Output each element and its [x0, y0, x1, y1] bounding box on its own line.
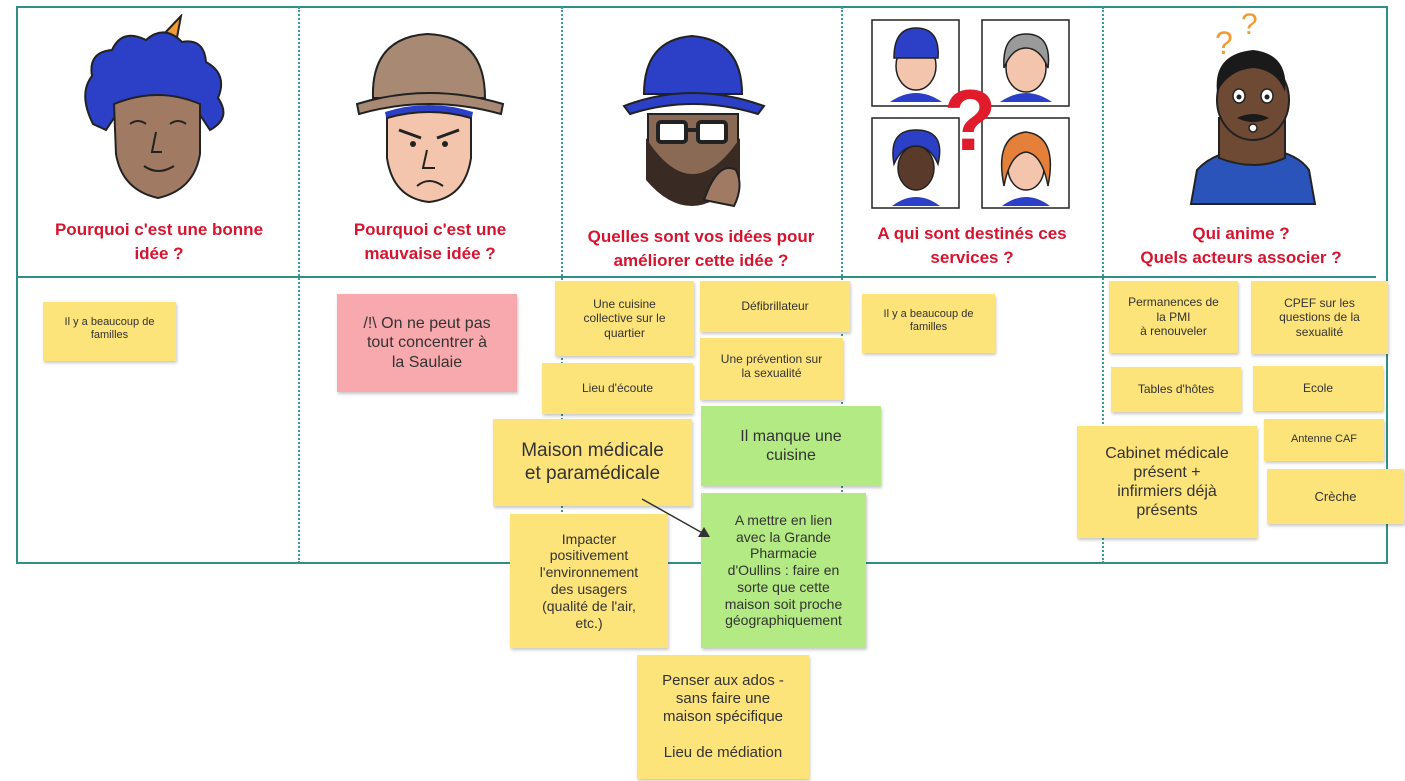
- column-divider-1: [298, 7, 300, 563]
- sticky-note[interactable]: Ecole: [1253, 366, 1383, 411]
- svg-text:?: ?: [1215, 25, 1233, 61]
- sticky-note[interactable]: Maison médicale et paramédicale: [493, 419, 692, 506]
- sticky-note[interactable]: Défibrillateur: [700, 281, 850, 332]
- sticky-note[interactable]: Permanences de la PMI à renouveler: [1109, 281, 1238, 353]
- sticky-note[interactable]: A mettre en lien avec la Grande Pharmaci…: [701, 493, 866, 648]
- sticky-note[interactable]: Il y a beaucoup de familles: [43, 302, 176, 361]
- connector-arrow: [641, 498, 710, 537]
- header-divider: [16, 276, 1376, 278]
- sticky-note[interactable]: /!\ On ne peut pas tout concentrer à la …: [337, 294, 517, 392]
- sticky-note[interactable]: Lieu d'écoute: [542, 363, 693, 414]
- audience-question-icon: ?: [871, 19, 1070, 209]
- thinking-person-icon: [622, 34, 766, 208]
- sticky-note[interactable]: Tables d'hôtes: [1111, 367, 1241, 412]
- sticky-note[interactable]: CPEF sur les questions de la sexualité: [1251, 281, 1388, 354]
- svg-text:?: ?: [944, 73, 997, 169]
- sticky-note[interactable]: Une prévention sur la sexualité: [700, 338, 843, 400]
- party-hat-person-icon: [84, 14, 225, 200]
- sticky-note[interactable]: Il manque une cuisine: [701, 406, 881, 486]
- sticky-note[interactable]: Cabinet médicale présent + infirmiers dé…: [1077, 426, 1257, 538]
- column-title-pros: Pourquoi c'est une bonne idée ?: [54, 220, 264, 263]
- sticky-note[interactable]: Antenne CAF: [1264, 419, 1384, 461]
- sticky-note[interactable]: Crèche: [1267, 469, 1404, 524]
- column-divider-4: [1102, 7, 1104, 563]
- sticky-note[interactable]: Penser aux ados - sans faire une maison …: [637, 655, 809, 779]
- column-title-cons: Pourquoi c'est une mauvaise idée ?: [353, 220, 507, 263]
- column-title-audience: A qui sont destinés ces services ?: [877, 224, 1067, 267]
- column-title-actors: Qui anime ? Quels acteurs associer ?: [1140, 224, 1342, 267]
- confused-person-icon: ? ?: [1189, 10, 1317, 205]
- svg-text:?: ?: [1241, 10, 1258, 41]
- sticky-note[interactable]: Il y a beaucoup de familles: [862, 294, 995, 353]
- column-title-improvements: Quelles sont vos idées pour améliorer ce…: [587, 227, 815, 270]
- grumpy-person-icon: [355, 32, 505, 204]
- sticky-note[interactable]: Impacter positivement l'environnement de…: [510, 514, 668, 648]
- sticky-note[interactable]: Une cuisine collective sur le quartier: [555, 281, 694, 356]
